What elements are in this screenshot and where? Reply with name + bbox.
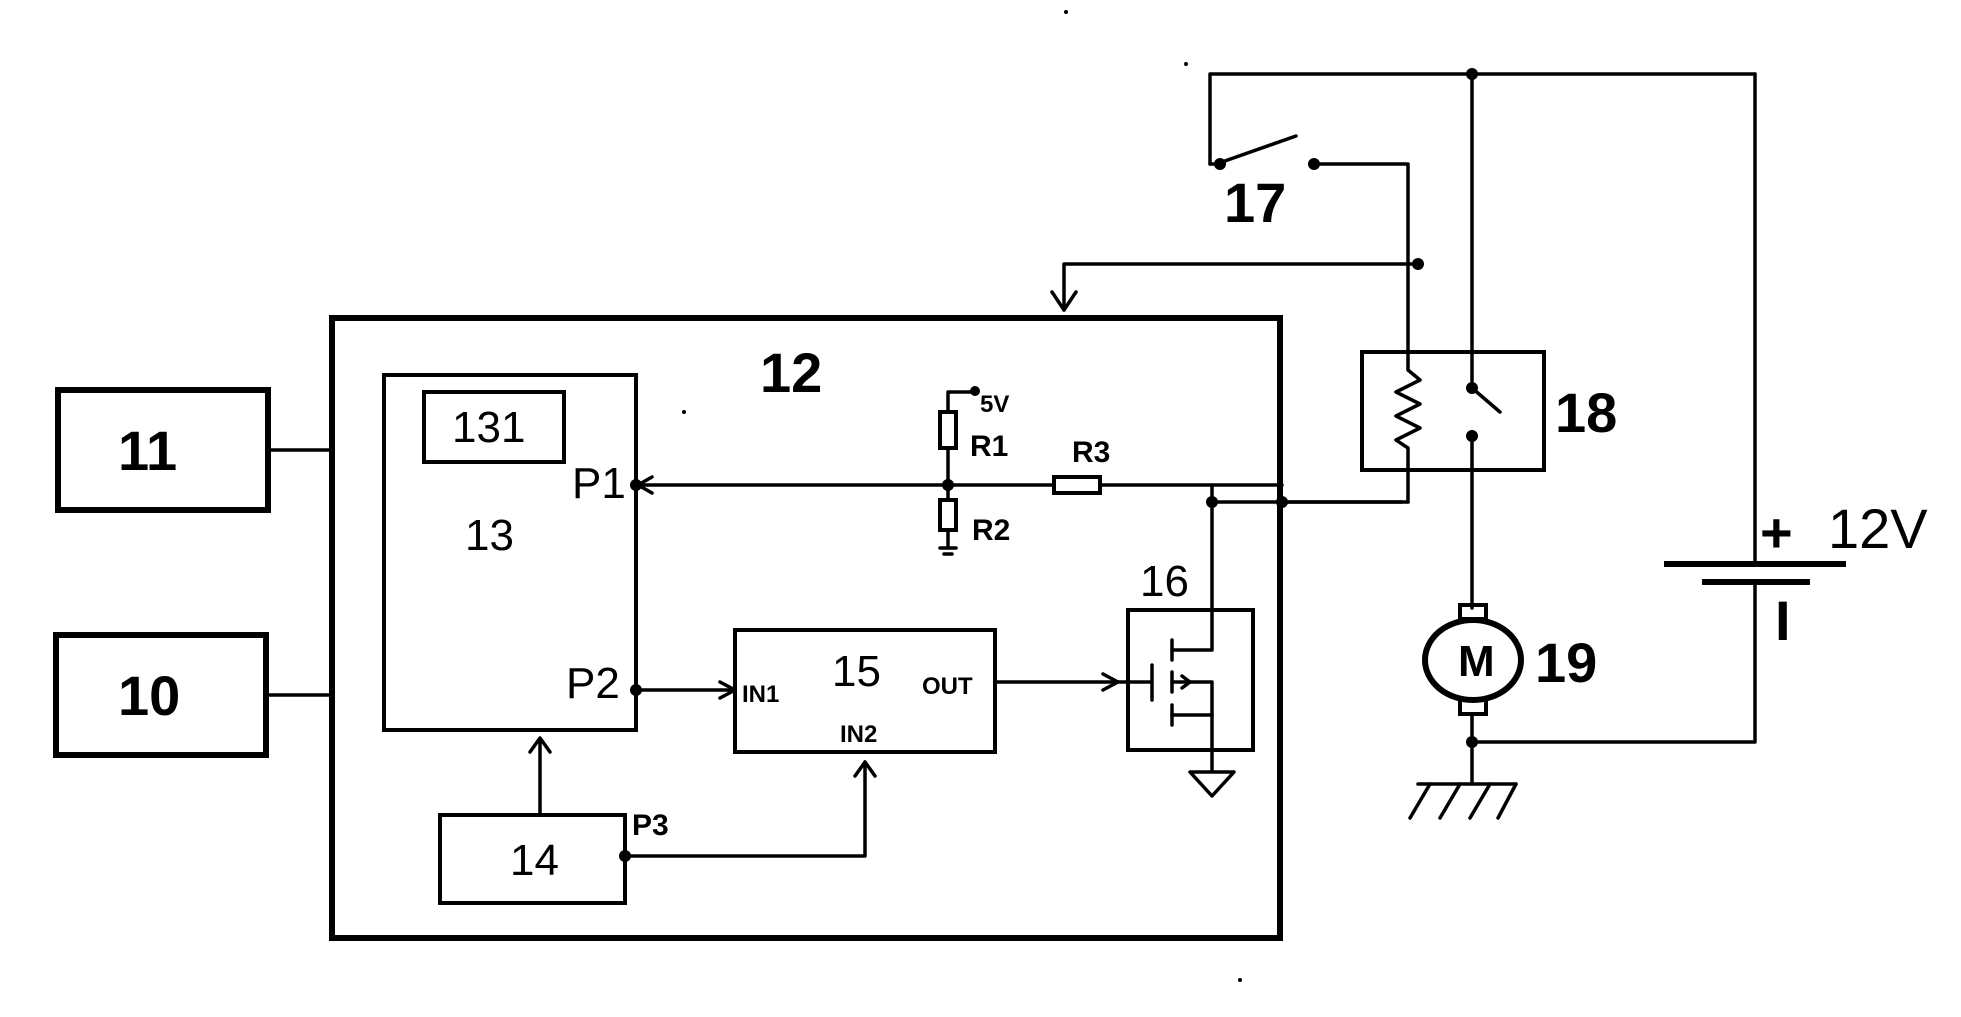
block-10-label: 10 bbox=[118, 664, 180, 727]
block-14-label: 14 bbox=[510, 836, 559, 885]
block-13 bbox=[382, 373, 638, 732]
resistor-r2 bbox=[938, 498, 958, 532]
switch-17-label: 17 bbox=[1224, 171, 1286, 234]
pin-p3-label: P3 bbox=[632, 809, 669, 842]
supply-5v-label: 5V bbox=[980, 391, 1009, 418]
pin-out-label: OUT bbox=[922, 673, 973, 700]
pin-in1-label: IN1 bbox=[742, 681, 779, 708]
pin-in2-label: IN2 bbox=[840, 721, 877, 748]
resistor-r1-label: R1 bbox=[970, 430, 1008, 463]
battery-voltage-label: 12V bbox=[1828, 497, 1928, 560]
block-16-label: 16 bbox=[1140, 557, 1189, 606]
motor-19-label: 19 bbox=[1535, 631, 1597, 694]
relay-18 bbox=[1360, 350, 1546, 472]
battery-minus-label: I bbox=[1775, 589, 1791, 652]
pin-p2-label: P2 bbox=[566, 659, 620, 708]
block-13-label: 13 bbox=[465, 511, 514, 560]
motor-m-label: M bbox=[1458, 637, 1495, 686]
block-15-label: 15 bbox=[832, 647, 881, 696]
resistor-r1 bbox=[938, 410, 958, 450]
resistor-r3-label: R3 bbox=[1072, 436, 1110, 469]
battery-plus-label: + bbox=[1760, 501, 1793, 564]
block-11-label: 11 bbox=[118, 419, 177, 482]
block-131-label: 131 bbox=[452, 403, 525, 452]
block-12 bbox=[329, 315, 1283, 941]
pin-p1-label: P1 bbox=[572, 459, 626, 508]
resistor-r3 bbox=[1052, 475, 1102, 495]
block-131 bbox=[422, 390, 566, 464]
relay-18-label: 18 bbox=[1555, 381, 1617, 444]
resistor-r2-label: R2 bbox=[972, 514, 1010, 547]
block-12-label: 12 bbox=[760, 341, 822, 404]
block-16 bbox=[1126, 608, 1255, 752]
